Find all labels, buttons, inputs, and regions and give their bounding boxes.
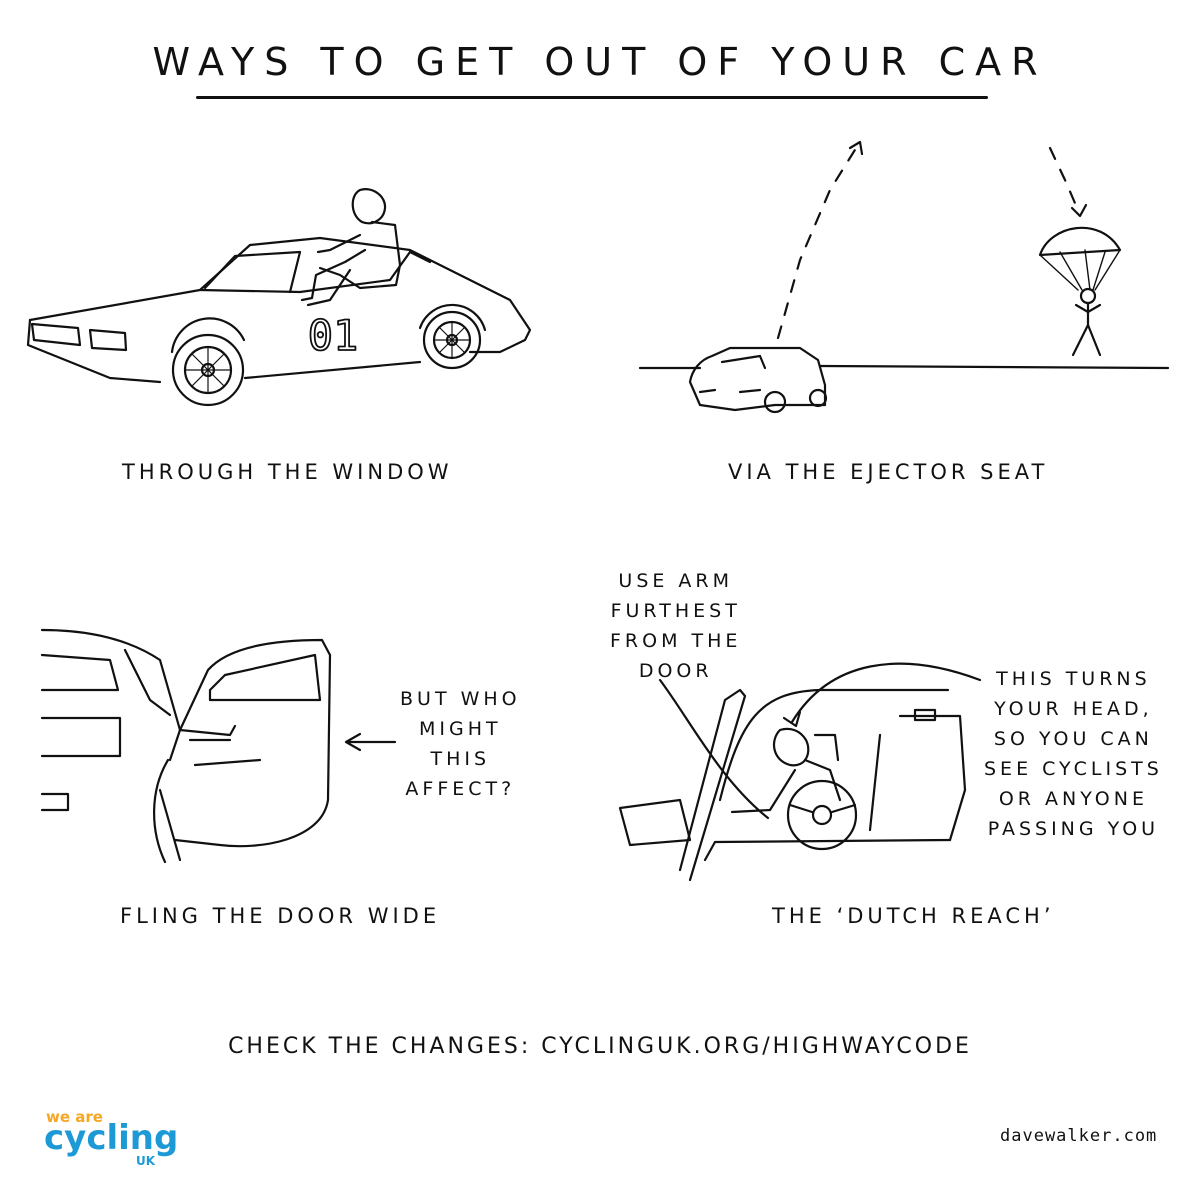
logo-we-are: we are	[46, 1108, 103, 1126]
caption-through-window: THROUGH THE WINDOW	[122, 460, 453, 484]
note-use-arm-furthest: USE ARM FURTHEST FROM THE DOOR	[610, 570, 742, 682]
open-door-illustration	[42, 630, 395, 862]
car-number-label: 01	[308, 311, 359, 360]
note-who-might-this-affect: BUT WHO MIGHT THIS AFFECT?	[400, 688, 521, 800]
logo-cycling: cycling	[44, 1118, 179, 1158]
footer-highway-code-link[interactable]: CHECK THE CHANGES: CYCLINGUK.ORG/HIGHWAY…	[228, 1034, 972, 1059]
note-turns-your-head: THIS TURNS YOUR HEAD, SO YOU CAN SEE CYC…	[984, 668, 1163, 840]
dutch-reach-illustration	[620, 664, 980, 880]
artist-credit: davewalker.com	[1000, 1126, 1158, 1146]
caption-fling-door: FLING THE DOOR WIDE	[120, 904, 441, 928]
cycling-uk-logo: we are cycling UK	[44, 1108, 184, 1168]
muscle-car-illustration	[28, 189, 530, 405]
logo-uk: UK	[136, 1154, 156, 1168]
caption-ejector-seat: VIA THE EJECTOR SEAT	[728, 460, 1049, 484]
ejector-seat-illustration	[640, 142, 1168, 412]
page-title: WAYS TO GET OUT OF YOUR CAR	[152, 40, 1048, 84]
title-underline	[196, 96, 988, 99]
caption-dutch-reach: THE ‘DUTCH REACH’	[772, 904, 1055, 928]
